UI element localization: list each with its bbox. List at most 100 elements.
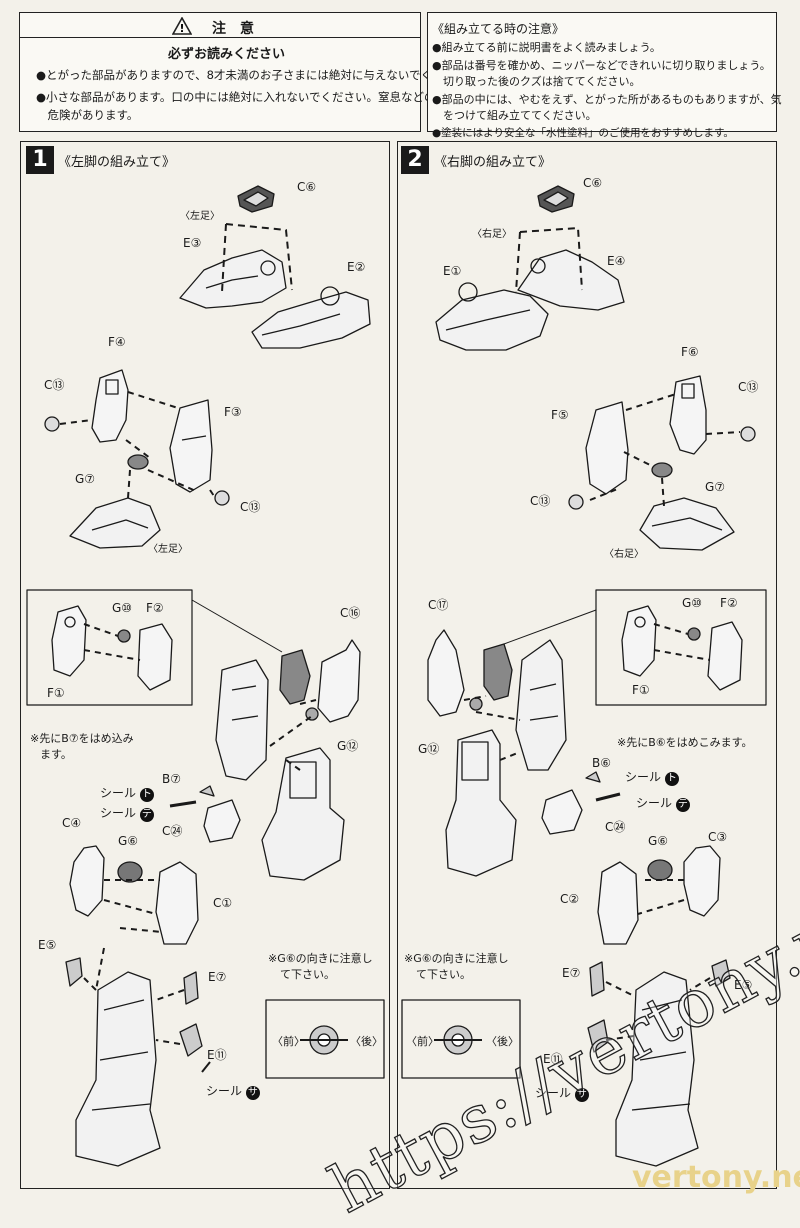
part-e3-left	[179, 249, 287, 309]
notes-title: 《組み立てる時の注意》	[432, 22, 565, 36]
caution-subtitle: 必ずお読みください	[168, 47, 286, 62]
label-f1: F①	[47, 686, 65, 700]
label-g7: G⑦	[75, 472, 96, 486]
label-seal-te: シール テ	[100, 806, 154, 822]
label-e3: E③	[183, 236, 202, 250]
notes-line-2: ●部品は番号を確かめ、ニッパーなどできれいに切り取りましょう。	[432, 59, 771, 72]
label-e1: E①	[443, 264, 462, 278]
watermark-small: vertony.net	[632, 1160, 800, 1195]
label-g10: G⑩	[112, 601, 133, 615]
part-g7-left	[127, 454, 149, 470]
g6-orientation-box-left	[265, 999, 385, 1079]
part-c4-left	[69, 845, 105, 917]
label-g12: G⑫	[337, 739, 359, 753]
part-c16-left	[317, 639, 361, 723]
part-lower-leg-right	[615, 971, 699, 1167]
label-seal-te-right: シール テ	[636, 796, 690, 812]
note-g6-line2: て下さい。	[280, 968, 335, 981]
seal-to-badge-right: ト	[664, 772, 679, 786]
step2-frame	[397, 141, 777, 1189]
label-c1: C①	[213, 896, 233, 910]
warning-triangle-icon: !	[172, 17, 192, 35]
part-e2-left	[251, 291, 371, 349]
part-e7-left	[183, 971, 199, 1005]
part-e1-right	[435, 289, 549, 351]
part-c24-right	[541, 789, 583, 835]
svg-text:!: !	[179, 22, 184, 35]
part-thigh-frame-right	[445, 729, 517, 877]
part-f4-left	[91, 369, 129, 443]
front-label: 〈前〉	[272, 1035, 305, 1048]
label-b7: B⑦	[162, 772, 181, 786]
step1-title: 《左脚の組み立て》	[58, 155, 176, 170]
label-seal-sa-right: シール サ	[535, 1086, 589, 1102]
part-f6-right	[669, 375, 707, 455]
part-thigh-frame-left	[261, 747, 345, 881]
seal-sa-badge: サ	[245, 1086, 260, 1100]
label-c13b-right: C⑬	[530, 494, 551, 508]
label-f1-right: F①	[632, 683, 650, 697]
part-f5-right	[585, 401, 629, 495]
back-label: 〈後〉	[350, 1035, 383, 1048]
label-e4: E④	[607, 254, 626, 268]
part-f2-right	[707, 621, 743, 691]
label-e5-right: E⑤	[734, 978, 753, 992]
caution-box: ! 注 意 必ずお読みください ●とがった部品がありますので、8才未満のお子さま…	[19, 12, 478, 132]
caution-line-2: ●小さな部品があります。口の中には絶対に入れないでください。窒息などの	[36, 90, 436, 104]
part-g6-left	[117, 861, 143, 883]
label-e5: E⑤	[38, 938, 57, 952]
g6-orientation-box-right	[401, 999, 521, 1079]
foot-label-top: 〈左足〉	[180, 211, 220, 222]
part-g-knee-cap-left	[279, 649, 311, 705]
caution-line-3: 危険があります。	[36, 108, 139, 122]
part-c13b-right	[568, 494, 584, 510]
notes-line-6: ●塗装にはより安全な「水性塗料」のご使用をおすすめします。	[432, 127, 734, 139]
step1-frame	[20, 141, 390, 1189]
label-e2: E②	[347, 260, 366, 274]
step2-number: 2	[401, 146, 429, 174]
label-c3: C③	[708, 830, 728, 844]
back-label-right: 〈後〉	[486, 1035, 519, 1048]
note-g6-line1-right: ※G⑥の向きに注意し	[404, 952, 509, 965]
label-c24: C㉔	[162, 824, 183, 838]
label-e11-right: E⑪	[543, 1052, 563, 1066]
label-c6: C⑥	[297, 180, 317, 194]
caution-line-1: ●とがった部品がありますので、8才未満のお子さまには絶対に与えないでください。	[36, 68, 479, 82]
part-f1-right	[621, 605, 657, 677]
notes-line-4: ●部品の中には、やむをえず、とがった所があるものもありますが、気	[432, 93, 782, 106]
label-g12-right: G⑫	[418, 742, 440, 756]
label-seal-to-right: シール ト	[625, 770, 679, 786]
part-g6-right	[647, 859, 673, 881]
foot-label-bottom-right: 〈右足〉	[604, 549, 644, 560]
label-b6: B⑥	[592, 756, 611, 770]
label-f6: F⑥	[681, 345, 699, 359]
label-c2: C②	[560, 892, 580, 906]
part-c24-left	[203, 799, 241, 843]
note-b6: ※先にB⑥をはめこみます。	[617, 736, 753, 749]
label-f2: F②	[146, 601, 164, 615]
part-c2-right	[597, 861, 639, 945]
part-b6-right	[515, 639, 567, 771]
label-c24-right: C㉔	[605, 820, 626, 834]
part-e11-right	[587, 1019, 609, 1053]
label-c6-right: C⑥	[583, 176, 603, 190]
label-g10-right: G⑩	[682, 596, 703, 610]
foot-label-bottom: 〈左足〉	[148, 544, 188, 555]
part-g-knee-cap-right	[483, 643, 513, 701]
part-e5-right	[711, 959, 731, 987]
part-e7-right	[589, 961, 605, 997]
note-g6-line1: ※G⑥の向きに注意し	[268, 952, 373, 965]
label-f2-right: F②	[720, 596, 738, 610]
assembly-notes-box: 《組み立てる時の注意》 ●組み立てる前に説明書をよく読みましょう。 ●部品は番号…	[427, 12, 782, 139]
part-g10-right	[687, 627, 701, 641]
label-e7-right: E⑦	[562, 966, 581, 980]
label-seal-to: シール ト	[100, 786, 154, 802]
assembly-diagram-art	[26, 185, 767, 1167]
part-lower-leg-left	[75, 971, 161, 1167]
note-b7-line2: ます。	[40, 748, 72, 761]
note-g6-line2-right: て下さい。	[416, 968, 471, 981]
label-e11: E⑪	[207, 1048, 227, 1062]
caution-title: 注 意	[212, 21, 254, 37]
label-c13a-right: C⑬	[738, 380, 759, 394]
label-seal-sa: シール サ	[206, 1084, 260, 1100]
